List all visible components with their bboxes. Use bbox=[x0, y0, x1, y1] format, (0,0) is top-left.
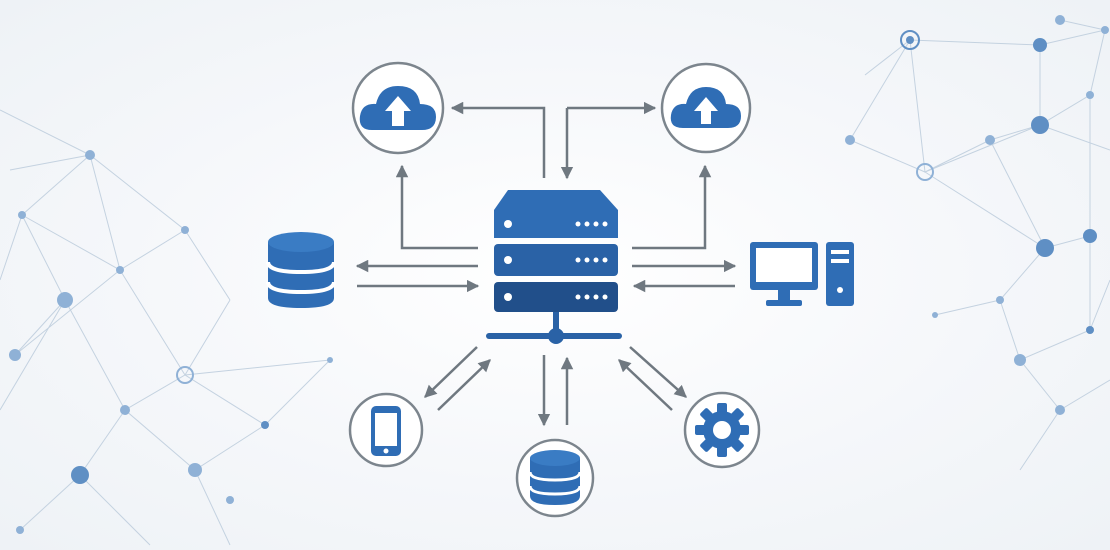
connection-arrows bbox=[355, 101, 737, 427]
network-nodes-right bbox=[845, 15, 1109, 415]
desktop-computer-icon bbox=[750, 242, 854, 306]
database-icon bbox=[266, 232, 336, 308]
mobile-phone-icon bbox=[371, 406, 401, 456]
settings-gear-node bbox=[683, 391, 761, 469]
network-background-left bbox=[0, 109, 332, 546]
arrow-server-to-right-cloud bbox=[632, 164, 712, 250]
arrow-gear-to-server bbox=[618, 359, 673, 411]
network-background-right bbox=[849, 19, 1110, 471]
arrow-mobile-to-server bbox=[437, 359, 491, 411]
database-icon bbox=[528, 450, 582, 505]
cloud-upload-left-node bbox=[351, 61, 445, 155]
arrow-server-to-gear bbox=[629, 346, 687, 398]
cloud-upload-icon bbox=[670, 87, 741, 128]
server-rack bbox=[486, 190, 622, 344]
database-left-node bbox=[266, 232, 336, 308]
arrow-server-to-left-cloud bbox=[395, 164, 478, 250]
arrow-left-cloud-link bbox=[450, 101, 546, 178]
network-nodes-left bbox=[9, 150, 333, 534]
cloud-upload-icon bbox=[359, 86, 436, 130]
mobile-phone-node bbox=[348, 392, 424, 468]
cloud-upload-right-node bbox=[660, 62, 752, 154]
desktop-computer-node bbox=[750, 242, 854, 306]
gear-icon bbox=[695, 403, 749, 457]
database-bottom-node bbox=[515, 438, 595, 518]
arrow-server-to-mobile bbox=[424, 346, 478, 398]
